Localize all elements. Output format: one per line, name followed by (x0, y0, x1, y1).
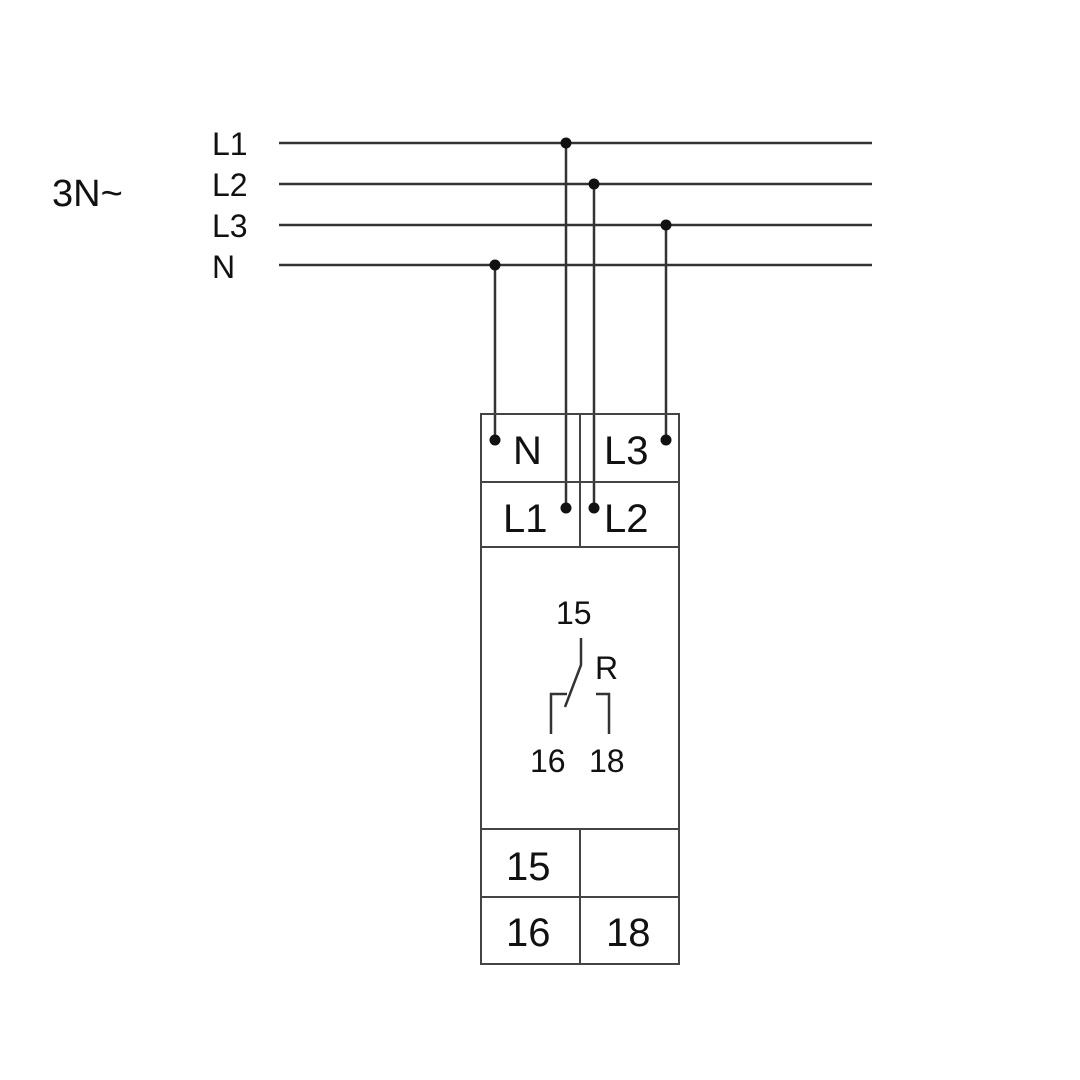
connection-wires (489, 137, 672, 514)
terminal-n: N (513, 429, 542, 473)
junction-dot (489, 259, 501, 271)
terminal-dot (660, 434, 672, 446)
relay-no-label: 18 (589, 743, 625, 779)
terminal-dot (588, 502, 600, 514)
junction-dot (588, 178, 600, 190)
terminal-l1: L1 (503, 497, 548, 541)
relay-symbol: 15 R 16 18 (530, 595, 625, 779)
relay-no-contact (596, 692, 611, 734)
line-label-l3: L3 (212, 208, 248, 244)
relay-contact (563, 638, 583, 708)
terminal-18: 18 (606, 911, 651, 955)
junction-dot (660, 219, 672, 231)
terminal-dot (560, 502, 572, 514)
device-box: N L3 L1 L2 15 R 16 18 15 16 18 (480, 413, 680, 965)
line-label-l2: L2 (212, 167, 248, 203)
junction-dot (560, 137, 572, 149)
line-label-l1: L1 (212, 126, 248, 162)
relay-nc-contact (549, 692, 567, 734)
line-label-n: N (212, 249, 235, 285)
supply-lines: L1 L2 L3 N (212, 126, 872, 285)
relay-common-label: 15 (556, 595, 592, 631)
supply-label: 3N~ (52, 173, 123, 215)
terminal-l2: L2 (604, 497, 649, 541)
terminal-l3: L3 (604, 429, 649, 473)
terminal-dot (489, 434, 501, 446)
relay-name-label: R (595, 650, 618, 686)
terminal-15: 15 (506, 845, 551, 889)
terminal-16: 16 (506, 911, 551, 955)
relay-nc-label: 16 (530, 743, 566, 779)
